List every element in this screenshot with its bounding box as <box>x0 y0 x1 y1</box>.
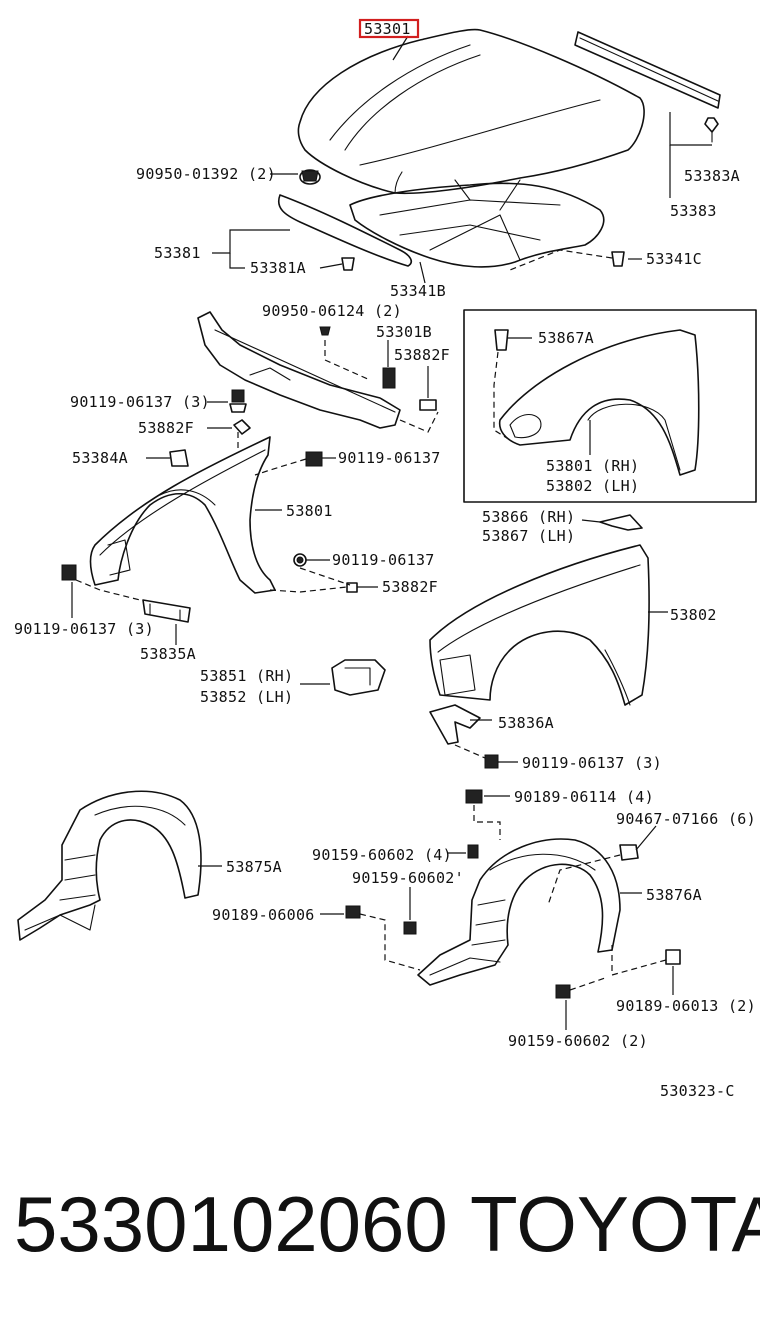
hood-drawing <box>212 18 721 284</box>
liner-lh-drawing <box>320 789 681 1030</box>
callout-hood-front-seal-a: 53381A <box>250 259 306 277</box>
callout-fender-shield-rh: 53866 (RH) <box>482 508 575 526</box>
callout-fender-retainer-f-2: 53882F <box>138 419 194 437</box>
callout-fender-bracket-a: 53384A <box>72 449 128 467</box>
callout-inset-clip: 53867A <box>538 329 594 347</box>
callout-bolt-single-2: 90119-06137 <box>332 551 435 569</box>
footer-part-number: 5330102060 <box>14 1180 448 1268</box>
callout-clip-6: 90467-07166 (6) <box>616 810 756 828</box>
callout-screw-4: 90189-06114 (4) <box>514 788 654 806</box>
callout-hood-seal: 53383 <box>670 202 717 220</box>
callout-bolt-159-single: 90159-60602' <box>352 869 464 887</box>
callout-inset-fender-rh: 53801 (RH) <box>546 457 639 475</box>
diagram-code: 530323-C <box>660 1082 735 1100</box>
callout-screw-2: 90189-06013 (2) <box>616 997 756 1015</box>
hood-highlight-box <box>358 18 420 39</box>
callout-hood-clip: 53341C <box>646 250 702 268</box>
callout-screw-single: 90189-06006 <box>212 906 315 924</box>
callout-bolt-3-right: 90119-06137 (3) <box>522 754 662 772</box>
callout-inset-fender-lh: 53802 (LH) <box>546 477 639 495</box>
callout-hood-insulator: 53341B <box>390 282 446 300</box>
callout-bolt-3-lower: 90119-06137 (3) <box>14 620 154 638</box>
callout-fender-retainer-f-3: 53882F <box>382 578 438 596</box>
callout-bolt-single: 90119-06137 <box>338 449 441 467</box>
callout-hood-seal-rh: 53383A <box>684 167 740 185</box>
support-drawing <box>197 311 439 433</box>
callout-fender-bracket-lh: 53852 (LH) <box>200 688 293 706</box>
callout-fender-lh: 53802 <box>670 606 717 624</box>
liner-rh-drawing <box>17 790 222 941</box>
callout-hood-cushion-nut: 90950-01392 (2) <box>136 165 276 183</box>
callout-hood-bumper: 53301B <box>376 323 432 341</box>
callout-hood-front-seal: 53381 <box>154 244 201 262</box>
callout-bolt-159-2: 90159-60602 (2) <box>508 1032 648 1050</box>
fender-rh-drawing <box>61 389 378 645</box>
callout-bolt-159-4: 90159-60602 (4) <box>312 846 452 864</box>
callout-bolt-3: 90119-06137 (3) <box>70 393 210 411</box>
callout-fender-bracket-836a: 53836A <box>498 714 554 732</box>
callout-liner-lh: 53876A <box>646 886 702 904</box>
inset-drawing <box>463 309 757 531</box>
callout-hood-bumper-grommet: 90950-06124 (2) <box>262 302 402 320</box>
callout-hood: 53301 <box>364 20 411 38</box>
callout-fender-shield-lh: 53867 (LH) <box>482 527 575 545</box>
leader <box>392 35 409 61</box>
footer-brand: TOYOTA <box>470 1180 760 1268</box>
fender-lh-drawing <box>300 544 668 769</box>
callout-liner-rh: 53875A <box>226 858 282 876</box>
callout-fender-bracket-835a: 53835A <box>140 645 196 663</box>
callout-fender-retainer-f: 53882F <box>394 346 450 364</box>
callout-fender-rh: 53801 <box>286 502 333 520</box>
callout-fender-bracket-rh: 53851 (RH) <box>200 667 293 685</box>
